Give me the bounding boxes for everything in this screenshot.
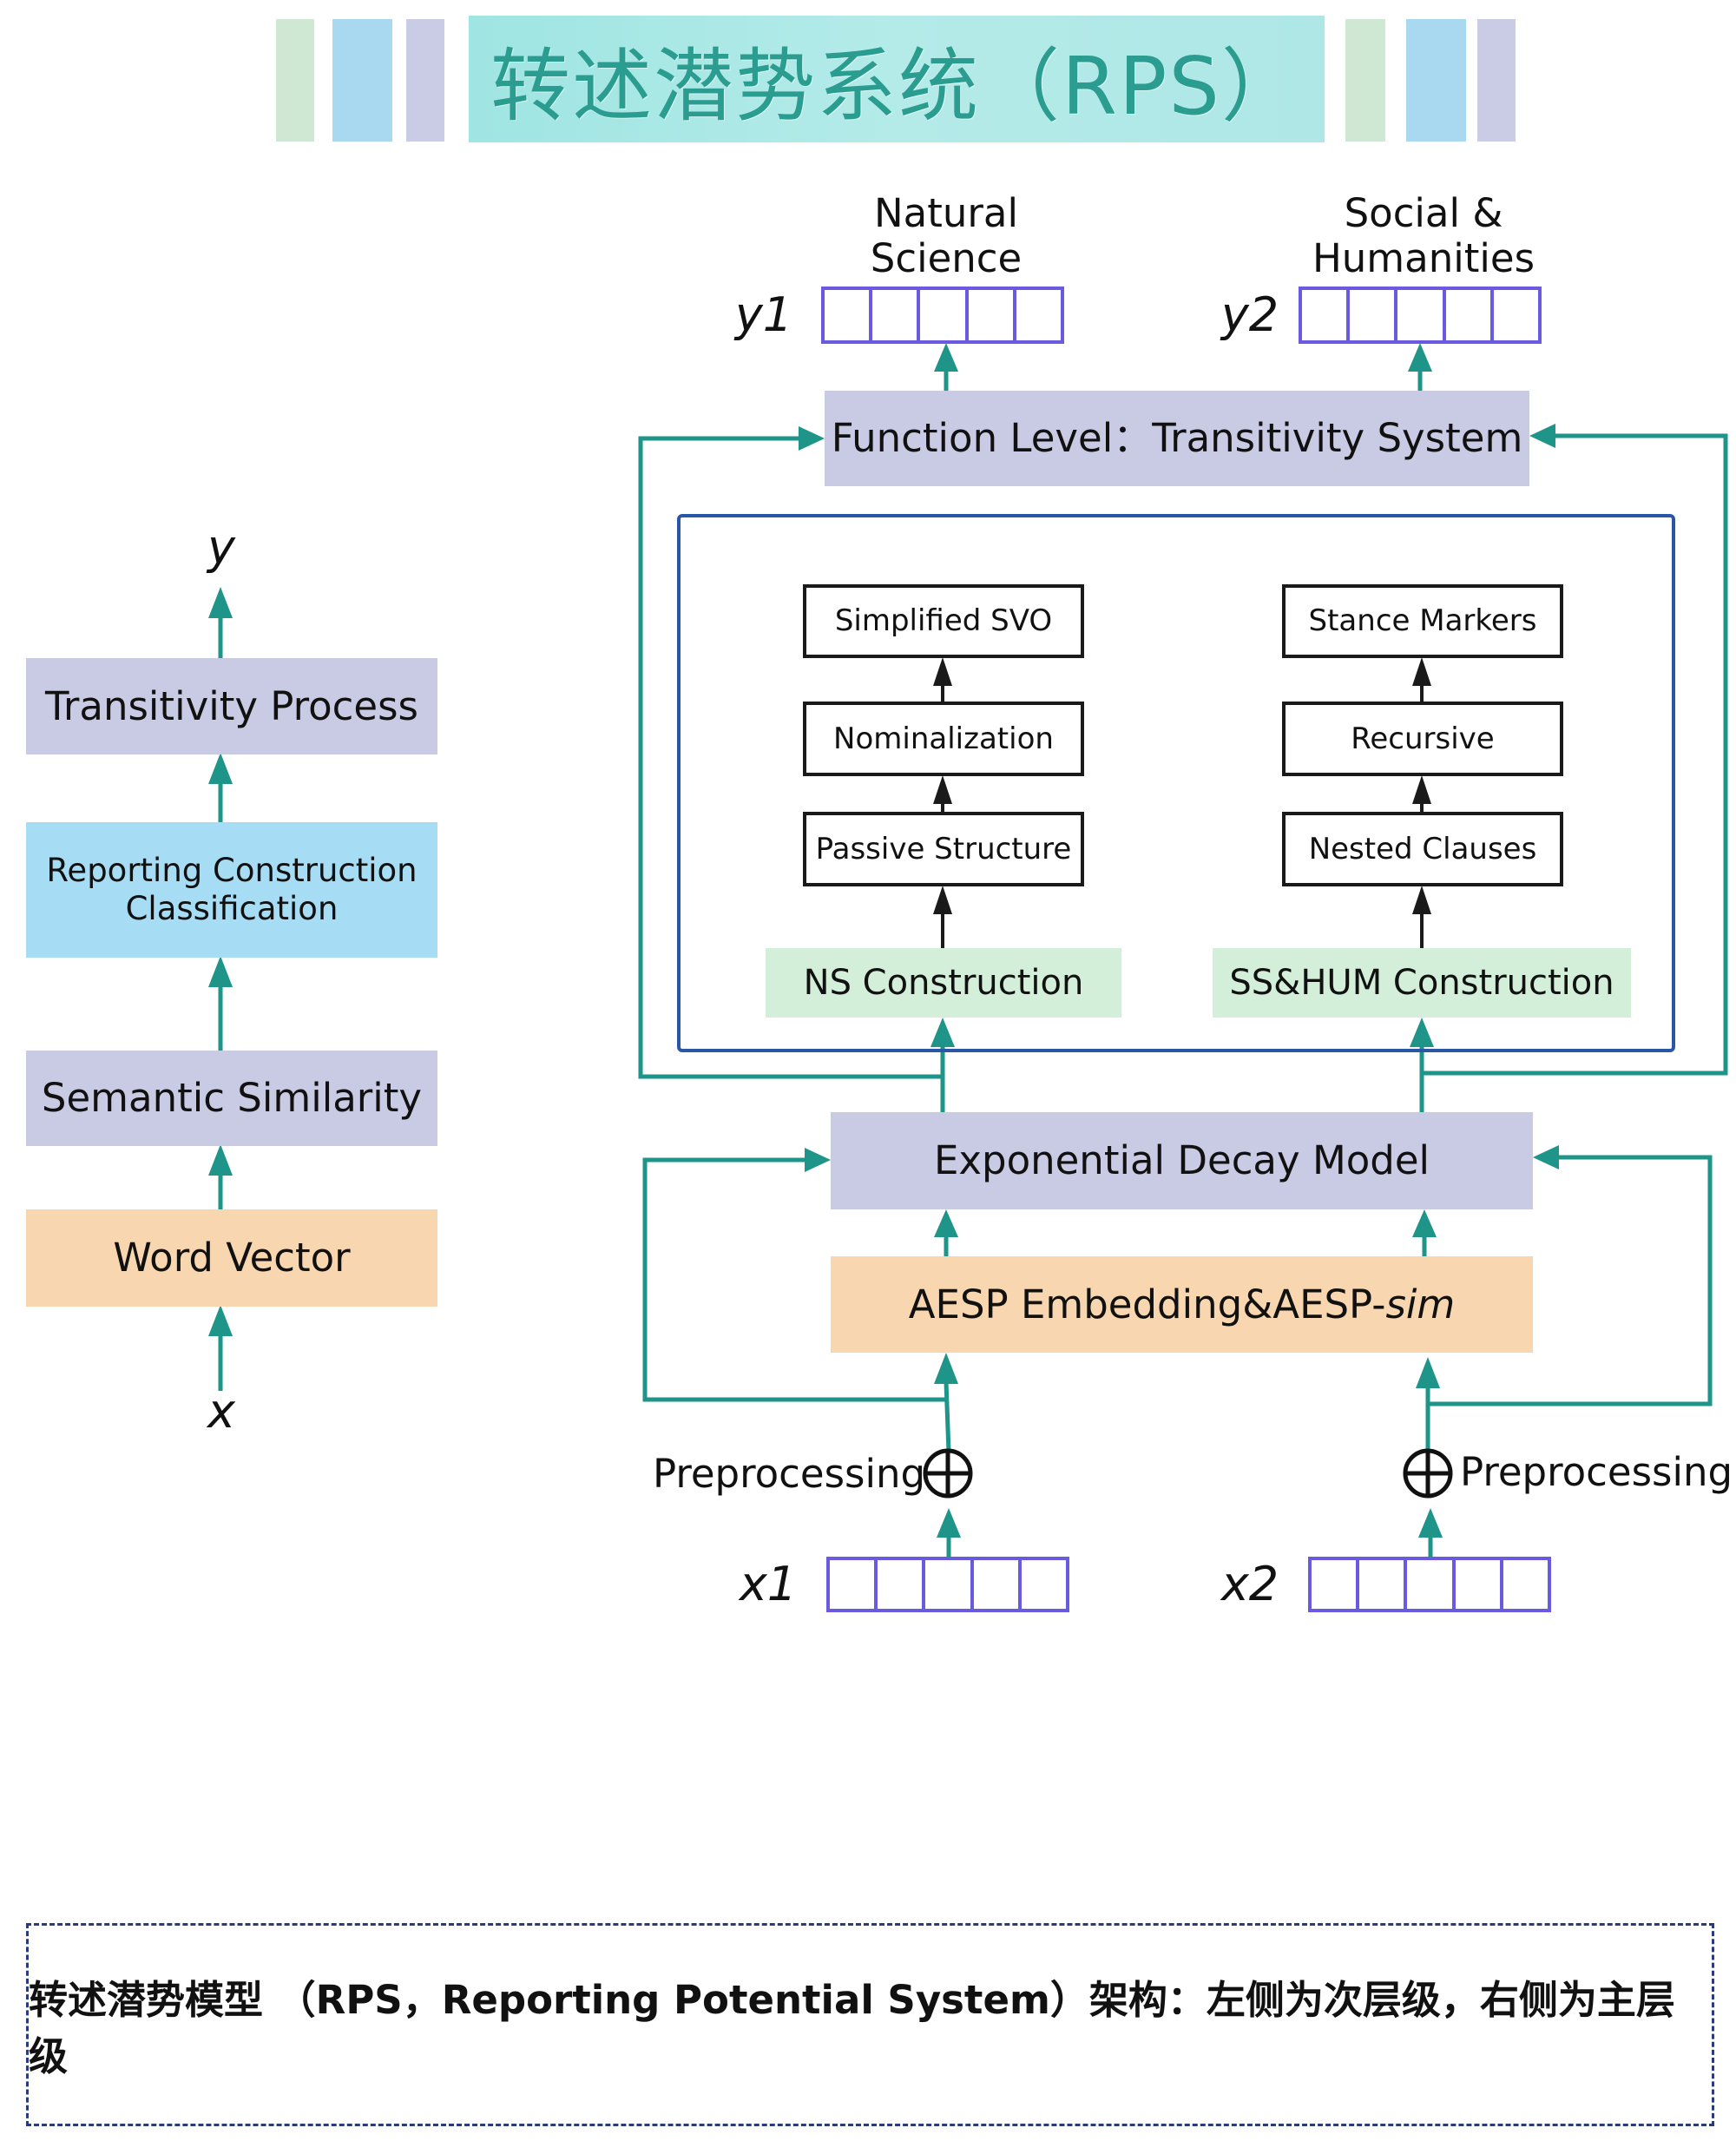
semantic-similarity-box: Semantic Similarity <box>26 1051 437 1146</box>
header-bar-left-3 <box>406 19 444 142</box>
title-banner: 转述潜势系统（RPS） <box>469 16 1325 142</box>
arrow-up-icon <box>1412 1209 1437 1237</box>
social-humanities-label: Social & Humanities <box>1312 190 1535 281</box>
arrow-up-icon <box>1410 1018 1434 1047</box>
oplus-icon <box>923 1448 973 1499</box>
arrow-up-icon <box>930 1018 955 1047</box>
y2-label: y2 <box>1220 287 1279 342</box>
nested-clauses-label: Nested Clauses <box>1308 831 1537 866</box>
arrow-up-icon <box>933 657 952 686</box>
preprocessing-right-label: Preprocessing <box>1460 1449 1733 1495</box>
ns-construction-box: NS Construction <box>766 948 1121 1018</box>
sshum-construction-label: SS&HUM Construction <box>1229 963 1614 1003</box>
arrow-up-icon <box>1408 343 1432 372</box>
aesp-embedding-label: AESP Embedding&AESP-sim <box>909 1281 1456 1328</box>
aesp-suffix: sim <box>1385 1281 1456 1327</box>
arrow-up-icon <box>934 1209 958 1237</box>
x1-vector <box>826 1557 1069 1612</box>
output-label-y: y <box>207 520 235 575</box>
arrow-left-icon <box>1533 1145 1559 1169</box>
header-bar-left-2 <box>332 19 392 142</box>
stance-markers-box: Stance Markers <box>1282 584 1563 658</box>
word-vector-label: Word Vector <box>113 1235 351 1281</box>
stance-markers-label: Stance Markers <box>1308 603 1537 639</box>
exponential-decay-box: Exponential Decay Model <box>831 1112 1533 1209</box>
x1-label: x1 <box>739 1557 798 1611</box>
recursive-label: Recursive <box>1351 721 1495 756</box>
passive-structure-label: Passive Structure <box>815 831 1072 866</box>
arrow-right-icon <box>799 426 825 451</box>
x2-label: x2 <box>1220 1557 1279 1611</box>
nested-clauses-box: Nested Clauses <box>1282 812 1563 886</box>
natural-science-label: Natural Science <box>870 190 1023 281</box>
oplus-icon <box>1403 1448 1453 1499</box>
ns-construction-label: NS Construction <box>803 963 1084 1003</box>
transitivity-process-label: Transitivity Process <box>45 682 418 729</box>
arrow-up-icon <box>934 343 958 372</box>
sshum-construction-box: SS&HUM Construction <box>1213 948 1631 1018</box>
arrow-up-icon <box>208 1144 233 1176</box>
page-title: 转述潜势系统（RPS） <box>490 39 1303 133</box>
arrow-up-icon <box>1412 886 1431 914</box>
arrow-up-icon <box>937 1508 961 1538</box>
header-bar-right-1 <box>1345 19 1385 142</box>
caption-box: 转述潜势模型 （RPS，Reporting Potential System）架… <box>26 1923 1714 2126</box>
function-level-label: Function Level：Transitivity System <box>831 415 1523 461</box>
semantic-similarity-label: Semantic Similarity <box>41 1075 423 1121</box>
exponential-decay-label: Exponential Decay Model <box>933 1137 1430 1183</box>
y1-label: y1 <box>734 287 793 342</box>
arrow-up-icon <box>208 956 233 987</box>
simplified-svo-box: Simplified SVO <box>803 584 1084 658</box>
preprocessing-left-label: Preprocessing <box>653 1451 926 1497</box>
arrow-up-icon <box>934 1353 958 1384</box>
y1-vector <box>821 287 1064 344</box>
arrow-up-icon <box>933 886 952 914</box>
reporting-construction-box: Reporting Construction Classification <box>26 822 437 958</box>
aesp-prefix: AESP Embedding&AESP- <box>908 1281 1386 1327</box>
arrow-up-icon <box>208 1305 233 1336</box>
transitivity-process-box: Transitivity Process <box>26 658 437 754</box>
function-level-box: Function Level：Transitivity System <box>825 391 1529 486</box>
header-bar-left-1 <box>276 19 314 142</box>
arrow-up-icon <box>1418 1508 1443 1538</box>
header-bar-right-2 <box>1406 19 1466 142</box>
simplified-svo-label: Simplified SVO <box>834 603 1053 639</box>
arrow-up-icon <box>1412 775 1431 804</box>
arrow-up-icon <box>1416 1357 1440 1388</box>
aesp-embedding-box: AESP Embedding&AESP-sim <box>831 1256 1533 1353</box>
header-bar-right-3 <box>1477 19 1516 142</box>
nominalization-box: Nominalization <box>803 702 1084 776</box>
recursive-box: Recursive <box>1282 702 1563 776</box>
arrow-left-icon <box>1529 424 1555 448</box>
y2-vector <box>1299 287 1542 344</box>
word-vector-box: Word Vector <box>26 1209 437 1307</box>
arrow-up-icon <box>933 775 952 804</box>
arrow-right-icon <box>805 1148 831 1172</box>
nominalization-label: Nominalization <box>833 721 1054 756</box>
input-label-x: x <box>207 1384 235 1439</box>
passive-structure-box: Passive Structure <box>803 812 1084 886</box>
arrow-up-icon <box>208 587 233 618</box>
x2-vector <box>1308 1557 1551 1612</box>
arrow-up-icon <box>208 753 233 784</box>
arrow-up-icon <box>1412 657 1431 686</box>
caption-text: 转述潜势模型 （RPS，Reporting Potential System）架… <box>29 1977 1675 2079</box>
reporting-construction-label: Reporting Construction Classification <box>46 851 418 927</box>
